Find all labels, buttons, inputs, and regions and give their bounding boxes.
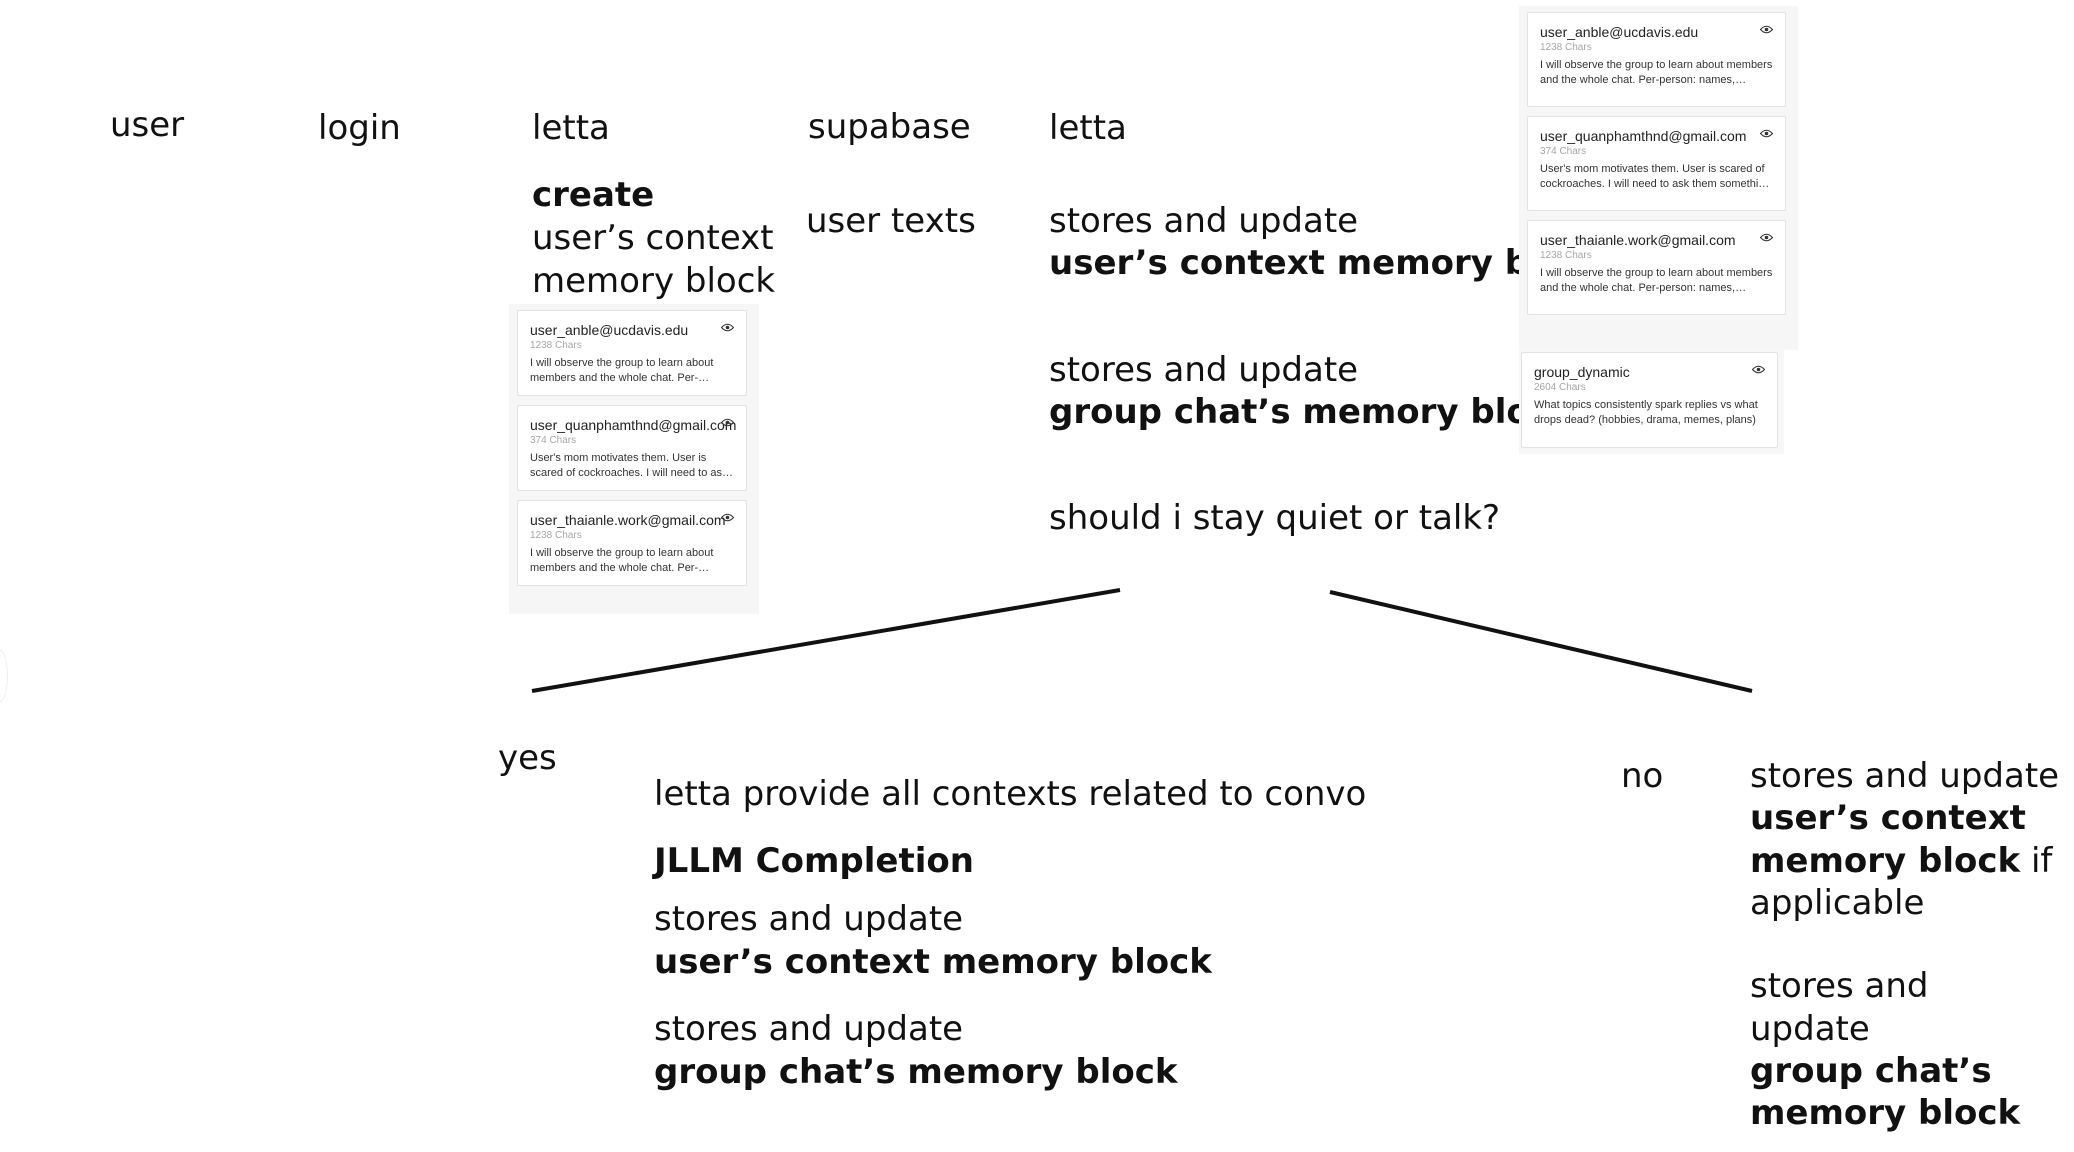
eye-icon[interactable] xyxy=(721,323,734,332)
supabase-user-texts: user texts xyxy=(806,201,976,241)
eye-icon[interactable] xyxy=(1752,365,1765,374)
no-label: no xyxy=(1621,756,1664,796)
letta-create-line2: user’s context xyxy=(532,218,774,258)
memory-card-chars: 1238 Chars xyxy=(1540,250,1592,261)
memory-card-title: user_quanphamthnd@gmail.com xyxy=(1540,128,1747,144)
column-letta-update: letta xyxy=(1049,108,1127,148)
yes-user-update-line2: user’s context memory block xyxy=(654,942,1212,982)
memory-panel-right: user_anble@ucdavis.edu 1238 Chars I will… xyxy=(1519,6,1798,350)
yes-group-update-line2: group chat’s memory block xyxy=(654,1052,1178,1092)
no-user-update-line3-bold: memory block xyxy=(1750,841,2021,881)
memory-card-chars: 2604 Chars xyxy=(1534,382,1586,393)
letta-group-update-line2: group chat’s memory block xyxy=(1049,392,1573,432)
memory-card-title: group_dynamic xyxy=(1534,364,1630,380)
decision-question: should i stay quiet or talk? xyxy=(1049,498,1501,538)
eye-icon[interactable] xyxy=(1760,25,1773,34)
letta-create-title: create xyxy=(532,175,655,215)
letta-create-line3: memory block xyxy=(532,261,776,301)
column-login: login xyxy=(318,108,401,148)
memory-card-chars: 1238 Chars xyxy=(1540,42,1592,53)
memory-card-desc: User's mom motivates them. User is scare… xyxy=(530,452,728,479)
letta-group-update-line1: stores and update xyxy=(1049,350,1359,390)
column-letta-create: letta xyxy=(532,108,610,148)
no-user-update-line2: user’s context xyxy=(1750,798,2026,838)
memory-card-chars: 1238 Chars xyxy=(530,530,582,541)
memory-panel-left: user_anble@ucdavis.edu 1238 Chars I will… xyxy=(509,304,759,614)
memory-card-desc: User's mom motivates them. User is scare… xyxy=(1540,163,1771,190)
memory-card-desc: I will observe the group to learn about … xyxy=(530,357,714,384)
yes-label: yes xyxy=(498,738,557,778)
memory-card-title: user_anble@ucdavis.edu xyxy=(1540,24,1699,40)
no-user-update-line3: memory block if xyxy=(1750,840,2052,883)
yes-branch-line xyxy=(531,588,1121,693)
memory-card[interactable]: user_thaianle.work@gmail.com 1238 Chars … xyxy=(517,500,747,586)
memory-card[interactable]: user_quanphamthnd@gmail.com 374 Chars Us… xyxy=(517,405,747,491)
memory-card-chars: 374 Chars xyxy=(530,435,577,446)
eye-icon[interactable] xyxy=(1760,129,1773,138)
column-supabase: supabase xyxy=(808,107,971,147)
no-user-update-line3-rest: if xyxy=(2020,841,2053,881)
memory-card-desc: What topics consistently spark replies v… xyxy=(1534,399,1758,426)
no-group-update-line1: stores and xyxy=(1750,966,1929,1006)
memory-card-desc: I will observe the group to learn about … xyxy=(530,547,714,574)
no-group-update-line3: group chat’s xyxy=(1750,1051,1992,1091)
memory-card-desc: I will observe the group to learn about … xyxy=(1540,59,1773,86)
letta-user-update-line2: user’s context memory block xyxy=(1049,243,1607,283)
no-user-update-line4: applicable xyxy=(1750,883,1925,923)
letta-user-update-line1: stores and update xyxy=(1049,201,1359,241)
memory-card-chars: 1238 Chars xyxy=(530,340,582,351)
memory-card-chars: 374 Chars xyxy=(1540,146,1587,157)
eye-icon[interactable] xyxy=(721,418,734,427)
no-group-update-line4: memory block xyxy=(1750,1093,2021,1133)
column-user: user xyxy=(110,105,185,145)
yes-group-update-line1: stores and update xyxy=(654,1009,964,1049)
memory-card-title: user_thaianle.work@gmail.com xyxy=(1540,232,1736,248)
memory-panel-group: group_dynamic 2604 Chars What topics con… xyxy=(1519,350,1784,454)
memory-card[interactable]: user_anble@ucdavis.edu 1238 Chars I will… xyxy=(517,310,747,396)
memory-card-title: user_anble@ucdavis.edu xyxy=(530,322,689,338)
memory-card-title: user_thaianle.work@gmail.com xyxy=(530,512,726,528)
no-group-update-line2: update xyxy=(1750,1009,1870,1049)
yes-user-update-line1: stores and update xyxy=(654,899,964,939)
yes-provide-context: letta provide all contexts related to co… xyxy=(654,774,1367,814)
no-branch-line xyxy=(1329,590,1753,693)
memory-card-desc: I will observe the group to learn about … xyxy=(1540,267,1773,294)
group-memory-card[interactable]: group_dynamic 2604 Chars What topics con… xyxy=(1521,352,1778,448)
no-user-update-line1: stores and update xyxy=(1750,756,2060,796)
eye-icon[interactable] xyxy=(1760,233,1773,242)
memory-card-title: user_quanphamthnd@gmail.com xyxy=(530,417,737,433)
eye-icon[interactable] xyxy=(721,513,734,522)
yes-jllm-completion: JLLM Completion xyxy=(654,841,974,881)
memory-card[interactable]: user_thaianle.work@gmail.com 1238 Chars … xyxy=(1527,220,1786,315)
memory-card[interactable]: user_anble@ucdavis.edu 1238 Chars I will… xyxy=(1527,12,1786,107)
memory-card[interactable]: user_quanphamthnd@gmail.com 374 Chars Us… xyxy=(1527,116,1786,211)
